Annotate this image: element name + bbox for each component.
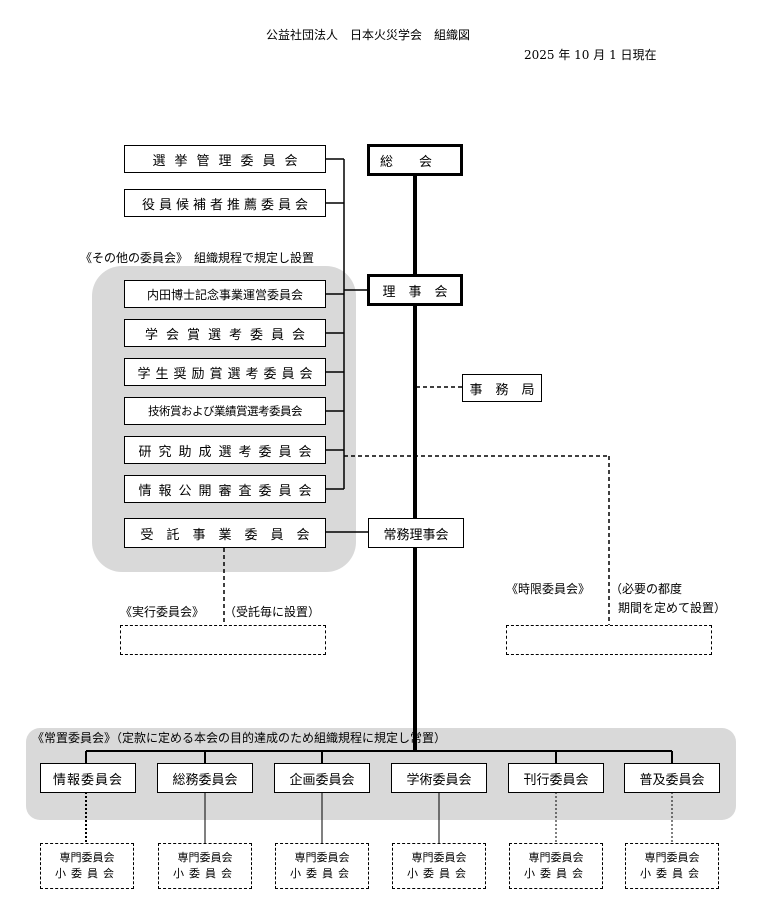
executive-board-box: 常務理事会 [368, 518, 464, 548]
student-award-committee-label: 学生奨励賞選考委員会 [137, 366, 318, 382]
execution-committee-box [120, 625, 326, 655]
time-limited-committee-label: 《時限委員会》 [506, 582, 591, 596]
specialist-committee-label: 専門委員会 [294, 851, 350, 864]
sub-committee-box-planning: 専門委員会 小委員会 [275, 843, 369, 889]
execution-committee-label: 《実行委員会》 [120, 605, 205, 619]
research-grant-committee-box: 研究助成選考委員会 [124, 436, 326, 464]
secretariat-box: 事 務 局 [462, 374, 542, 402]
election-committee-label: 選挙管理委員会 [152, 153, 307, 169]
disclosure-committee-label: 情報公開審査委員会 [138, 483, 319, 499]
subcommittee-label: 小委員会 [173, 867, 237, 880]
technology-award-committee-label: 技術賞および業績賞選考委員会 [148, 404, 303, 418]
subcommittee-label: 小委員会 [290, 867, 354, 880]
society-award-committee-label: 学会賞選考委員会 [144, 327, 313, 343]
execution-committee-note: （受託毎に設置） [224, 605, 321, 619]
technology-award-committee-box: 技術賞および業績賞選考委員会 [124, 397, 326, 425]
standing-committee-label: 普及委員会 [639, 772, 705, 788]
specialist-committee-label: 専門委員会 [644, 851, 700, 864]
subcommittee-label: 小委員会 [640, 867, 704, 880]
specialist-committee-label: 専門委員会 [411, 851, 467, 864]
general-assembly-box: 総 会 [367, 144, 463, 176]
chart-title: 公益社団法人 日本火災学会 組織図 [266, 28, 471, 42]
secretariat-label: 事 務 局 [469, 382, 535, 398]
standing-committee-academic: 学術委員会 [391, 763, 487, 793]
standing-committee-outreach: 普及委員会 [624, 763, 720, 793]
standing-committee-info: 情報委員会 [40, 763, 136, 793]
general-assembly-label: 総 会 [380, 154, 433, 170]
subcommittee-label: 小委員会 [407, 867, 471, 880]
student-award-committee-box: 学生奨励賞選考委員会 [124, 358, 326, 386]
time-limited-note-line1: （必要の都度 [610, 582, 683, 596]
nomination-committee-box: 役員候補者推薦委員会 [124, 189, 326, 217]
board-label: 理 事 会 [382, 284, 448, 300]
trust-project-committee-box: 受託事業委員会 [124, 518, 326, 548]
trust-project-committee-label: 受託事業委員会 [140, 527, 323, 543]
standing-committee-label: 企画委員会 [289, 772, 355, 788]
executive-board-label: 常務理事会 [383, 527, 449, 543]
standing-committee-label: 学術委員会 [406, 772, 472, 788]
standing-committees-panel [26, 728, 736, 820]
election-committee-box: 選挙管理委員会 [124, 145, 326, 173]
uchida-committee-box: 内田博士記念事業運営委員会 [124, 280, 326, 308]
sub-committee-box-publication: 専門委員会 小委員会 [509, 843, 603, 889]
time-limited-note-line2: 期間を定めて設置） [618, 601, 727, 615]
sub-committee-box-academic: 専門委員会 小委員会 [392, 843, 486, 889]
uchida-committee-label: 内田博士記念事業運営委員会 [146, 287, 303, 302]
nomination-committee-label: 役員候補者推薦委員会 [141, 197, 312, 213]
standing-committee-publication: 刊行委員会 [508, 763, 604, 793]
specialist-committee-label: 専門委員会 [177, 851, 233, 864]
standing-committee-planning: 企画委員会 [274, 763, 370, 793]
standing-committee-label: 刊行委員会 [523, 772, 589, 788]
society-award-committee-box: 学会賞選考委員会 [124, 319, 326, 347]
subcommittee-label: 小委員会 [524, 867, 588, 880]
standing-committee-label: 総務委員会 [172, 772, 238, 788]
research-grant-committee-label: 研究助成選考委員会 [138, 444, 319, 460]
as-of-date: 2025 年 10 月 1 日現在 [524, 48, 657, 62]
sub-committee-box-info: 専門委員会 小委員会 [40, 843, 134, 889]
other-committees-caption: 《その他の委員会》 組織規程で規定し設置 [80, 251, 315, 265]
time-limited-committee-box [506, 625, 712, 655]
specialist-committee-label: 専門委員会 [59, 851, 115, 864]
board-box: 理 事 会 [367, 274, 463, 306]
standing-committees-caption: 《常置委員会》（定款に定める本会の目的達成のため組織規程に規定し常置） [32, 731, 447, 745]
specialist-committee-label: 専門委員会 [528, 851, 584, 864]
subcommittee-label: 小委員会 [55, 867, 119, 880]
disclosure-committee-box: 情報公開審査委員会 [124, 475, 326, 503]
standing-committee-general-affairs: 総務委員会 [157, 763, 253, 793]
standing-committee-label: 情報委員会 [52, 772, 123, 788]
sub-committee-box-general-affairs: 専門委員会 小委員会 [158, 843, 252, 889]
sub-committee-box-outreach: 専門委員会 小委員会 [625, 843, 719, 889]
